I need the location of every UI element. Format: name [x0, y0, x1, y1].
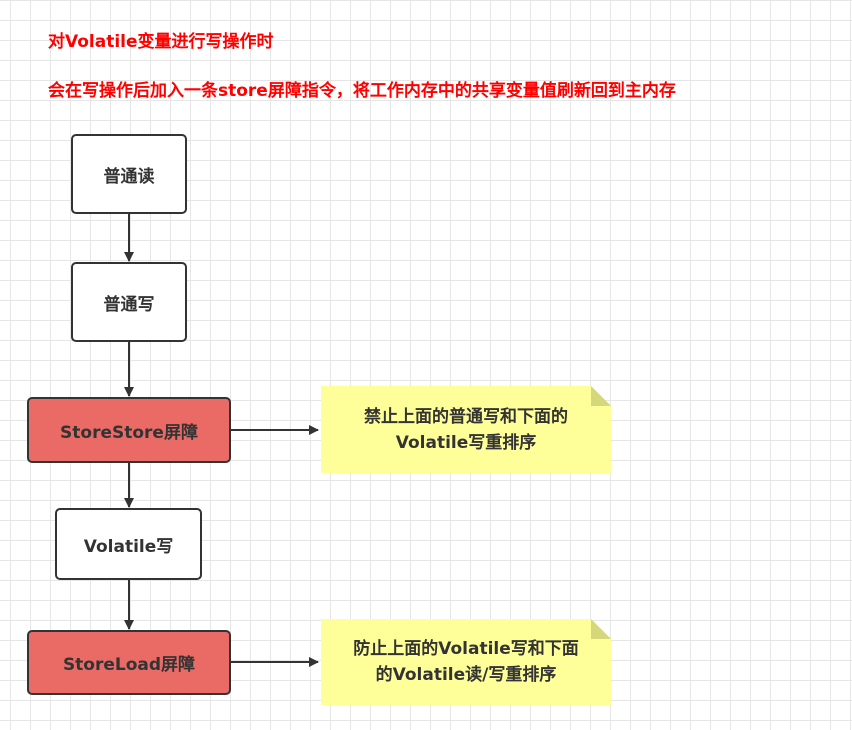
note-storeload-fold — [591, 619, 611, 639]
node-storestore-barrier[interactable]: StoreStore屏障 — [27, 397, 231, 463]
heading-store-barrier-description: 会在写操作后加入一条store屏障指令，将工作内存中的共享变量值刷新回到主内存 — [48, 81, 676, 101]
note-storeload[interactable]: 防止上面的Volatile写和下面 的Volatile读/写重排序 — [321, 619, 611, 705]
node-volatile-write[interactable]: Volatile写 — [55, 508, 202, 580]
note-storeload-line2: 的Volatile读/写重排序 — [375, 665, 557, 685]
note-storestore-line2: Volatile写重排序 — [395, 432, 537, 453]
note-storeload-line1: 防止上面的Volatile写和下面 — [353, 639, 579, 659]
note-storestore-fold — [591, 386, 611, 406]
heading-volatile-write: 对Volatile变量进行写操作时 — [48, 32, 274, 52]
note-storestore[interactable]: 禁止上面的普通写和下面的 Volatile写重排序 — [321, 386, 611, 473]
note-storestore-line1: 禁止上面的普通写和下面的 — [364, 406, 568, 427]
node-normal-read[interactable]: 普通读 — [71, 134, 187, 214]
node-storeload-barrier[interactable]: StoreLoad屏障 — [27, 630, 231, 695]
node-normal-write[interactable]: 普通写 — [71, 262, 187, 342]
